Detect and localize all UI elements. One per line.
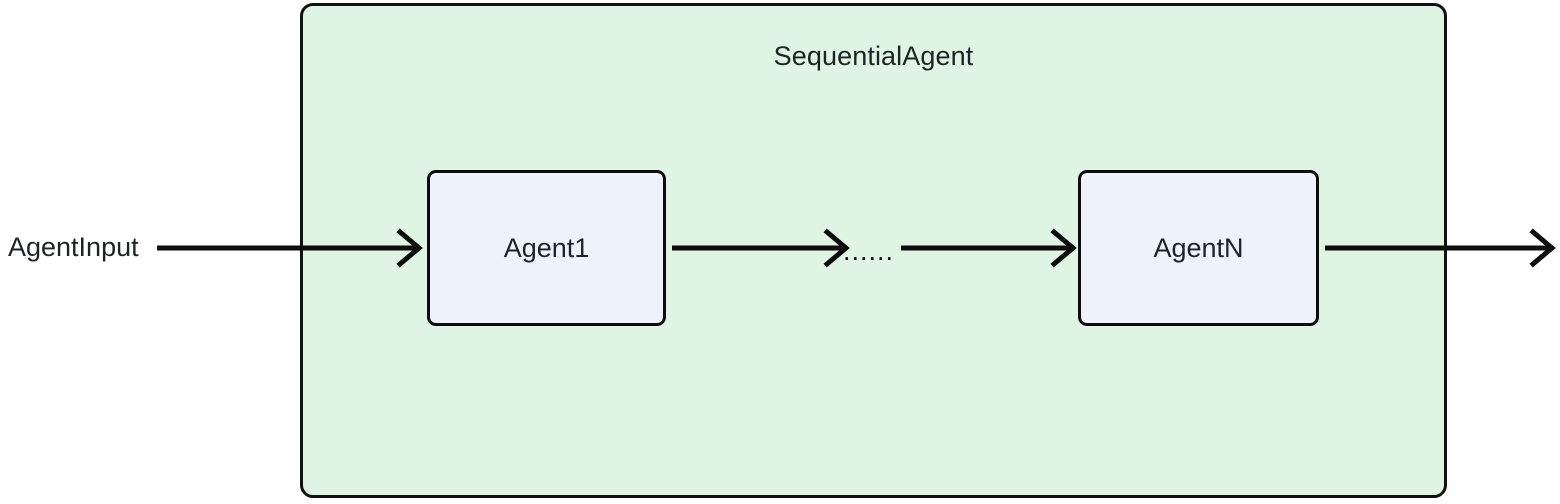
sequential-agent-title: SequentialAgent bbox=[773, 41, 974, 71]
node-ellipsis: ...... bbox=[843, 236, 895, 266]
agent-input-label: AgentInput bbox=[8, 232, 139, 262]
arrowhead-agentn-to-output bbox=[1529, 228, 1556, 268]
node-agentn[interactable]: AgentN bbox=[1078, 170, 1319, 326]
node-agent1[interactable]: Agent1 bbox=[427, 170, 666, 326]
